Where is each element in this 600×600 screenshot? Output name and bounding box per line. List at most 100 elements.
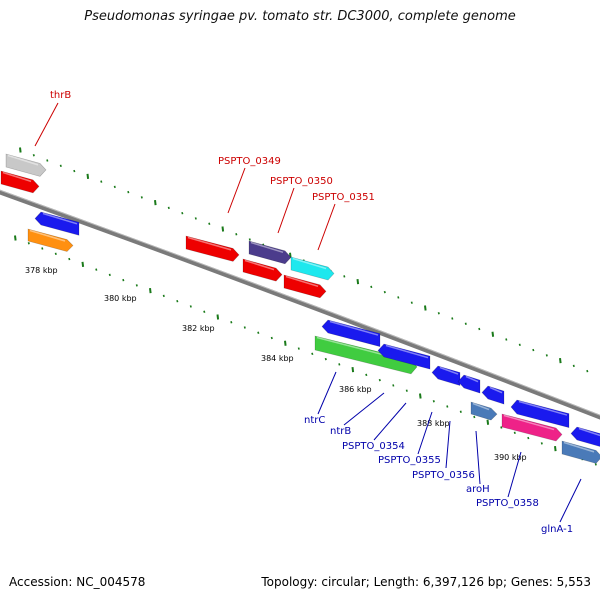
gene-label: PSPTO_0355 [378, 455, 441, 466]
leader-line [417, 411, 433, 455]
reverse-tick [203, 310, 206, 313]
forward-tick [140, 196, 143, 199]
forward-tick [208, 222, 211, 225]
feature-PSPTO_0356 [481, 385, 505, 405]
reverse-tick [122, 278, 125, 282]
leader-line [445, 420, 451, 469]
scale-label: 390 kbp [494, 453, 527, 462]
reverse-tick [351, 367, 355, 373]
reverse-tick [149, 288, 152, 294]
forward-tick [545, 354, 548, 357]
forward-tick [437, 311, 440, 315]
reverse-tick [135, 284, 138, 287]
forward-tick [410, 301, 413, 304]
forward-tick [383, 290, 386, 294]
forward-tick [370, 285, 373, 289]
forward-tick [32, 154, 35, 157]
reverse-tick [473, 415, 476, 419]
reverse-tick [527, 436, 530, 440]
forward-tick [356, 279, 360, 285]
forward-tick [181, 211, 184, 215]
forward-tick [343, 275, 346, 278]
tick-marks [14, 147, 597, 466]
forward-tick [559, 357, 562, 364]
reverse-tick [432, 399, 435, 403]
reverse-tick [297, 347, 300, 350]
reverse-tick [311, 352, 314, 356]
gene-label: PSPTO_0349 [218, 156, 281, 167]
reverse-tick [500, 426, 503, 429]
reverse-tick [284, 340, 287, 346]
reverse-tick [216, 314, 220, 320]
scale-label: 378 kbp [25, 266, 58, 275]
scale-label: 382 kbp [182, 324, 215, 333]
reverse-tick [392, 384, 395, 387]
reverse-tick [446, 405, 449, 408]
feature-aroH [470, 401, 498, 421]
reverse-tick [189, 305, 192, 308]
feature-PSPTO_0349 [185, 235, 240, 262]
gene-label: PSPTO_0354 [342, 441, 405, 452]
forward-tick [397, 296, 400, 299]
reverse-tick [68, 257, 71, 261]
feature-thrB [0, 170, 40, 194]
feature-PSPTO_0350b [242, 258, 283, 282]
forward-tick [19, 147, 22, 153]
gene-label: PSPTO_0358 [476, 498, 539, 509]
scale-label: 386 kbp [339, 385, 372, 394]
feature-PSPTO_0355 [457, 374, 481, 394]
reverse-tick [14, 235, 17, 241]
reverse-tick [419, 393, 422, 399]
leader-line [317, 371, 337, 415]
forward-tick [424, 305, 427, 311]
forward-tick [518, 343, 521, 347]
scale-label: 384 kbp [261, 354, 294, 363]
forward-tick [248, 238, 251, 241]
reverse-tick [554, 445, 557, 452]
leader-line [343, 392, 385, 426]
leader-line [475, 430, 481, 485]
forward-tick [532, 348, 535, 352]
forward-tick [127, 190, 130, 194]
forward-tick [505, 338, 508, 341]
forward-tick [586, 369, 589, 373]
reverse-tick [405, 389, 408, 392]
leader-line [227, 167, 246, 214]
feature-rev-2 [27, 228, 74, 252]
forward-tick [451, 317, 454, 320]
leader-line [373, 402, 407, 441]
forward-tick [478, 327, 481, 331]
forward-tick [572, 364, 575, 368]
feature-thrB-upper [5, 153, 47, 177]
reverse-tick [230, 321, 233, 324]
reverse-tick [54, 252, 57, 256]
forward-tick [167, 206, 170, 210]
leader-line [317, 203, 336, 251]
forward-tick [464, 322, 467, 325]
feature-ntrB [377, 343, 431, 370]
forward-tick [194, 217, 197, 220]
gene-label: PSPTO_0350 [270, 176, 333, 187]
reverse-tick [243, 326, 246, 329]
forward-tick [100, 180, 103, 183]
gene-label: thrB [50, 90, 71, 101]
gene-label: PSPTO_0351 [312, 192, 375, 203]
gene-label: PSPTO_0356 [412, 470, 475, 481]
forward-tick [235, 233, 238, 236]
reverse-tick [176, 299, 179, 303]
reverse-tick [486, 419, 490, 425]
reverse-tick [338, 363, 341, 366]
feature-PSPTO_0351 [290, 256, 335, 281]
reverse-tick [378, 378, 381, 382]
map-title: Pseudomonas syringae pv. tomato str. DC3… [84, 9, 516, 24]
leader-line [559, 478, 582, 523]
gene-label: aroH [466, 484, 490, 495]
reverse-tick [41, 247, 44, 250]
feature-PSPTO_0358 [510, 399, 570, 428]
feature-ntrC [321, 319, 381, 347]
leader-line [277, 187, 295, 234]
forward-tick [113, 185, 116, 189]
reverse-tick [95, 268, 98, 271]
